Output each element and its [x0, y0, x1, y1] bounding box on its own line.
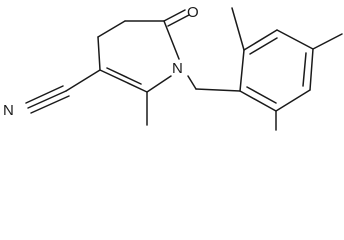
- nitrile-nitrogen-label: N: [3, 102, 14, 119]
- bond-n1-c2: [146, 75, 172, 93]
- ring-nitrogen-label: N: [172, 60, 183, 77]
- bond-c2-c3: [99, 69, 148, 93]
- molecule-structure: O N N: [3, 4, 343, 131]
- bond-ar6-ar1: [239, 90, 277, 112]
- bond-c3-c4: [97, 36, 101, 71]
- bond-triple-1: [27, 90, 67, 109]
- bond-ar2-ar3-inner: [249, 37, 278, 55]
- bond-ar1-ar2: [239, 49, 245, 92]
- bond-ar6-ar1-inner: [246, 86, 277, 104]
- bond-c6-o: [163, 9, 186, 22]
- bond-ar2-ar3: [243, 29, 278, 51]
- bond-ar4-ar5-inner: [302, 52, 307, 87]
- bond-ar4-ar5: [309, 48, 314, 91]
- pyridinone-ring: [97, 20, 180, 93]
- bond-ch2-aryl: [195, 88, 241, 92]
- bond-n1-ch2: [187, 75, 197, 90]
- bond-c2-c3-inner: [106, 67, 142, 85]
- bond-c3-cn: [65, 69, 101, 92]
- bond-ar5-ar6: [275, 89, 311, 112]
- bond-c4-c5: [97, 20, 126, 38]
- bond-para-methyl: [312, 33, 343, 50]
- mesityl-ring: [239, 29, 314, 112]
- carbonyl-group: [163, 9, 190, 27]
- bond-triple-2: [25, 85, 64, 104]
- bond-ar3-ar4: [276, 29, 314, 50]
- oxygen-label: O: [187, 4, 199, 21]
- bond-c6-n1: [163, 20, 180, 60]
- bond-triple-3: [30, 95, 70, 114]
- nitrile-group: [25, 69, 101, 114]
- bond-ortho-methyl-top: [231, 7, 245, 51]
- bond-c6-o-second: [167, 14, 190, 27]
